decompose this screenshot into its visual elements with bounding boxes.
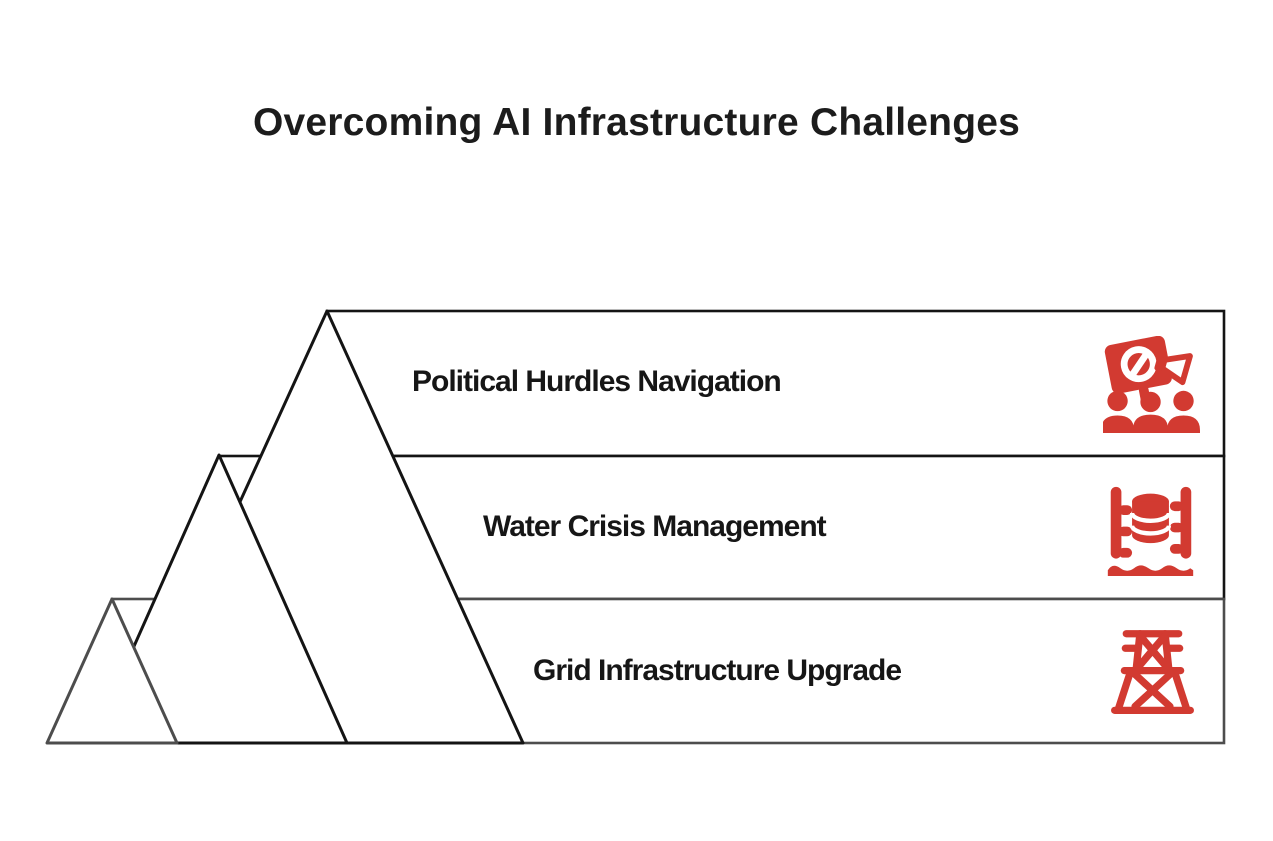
level-label-political: Political Hurdles Navigation <box>412 365 782 398</box>
transmission-tower-icon <box>1111 630 1194 714</box>
level-label-water: Water Crisis Management <box>483 510 827 543</box>
protest-crowd-icon <box>1103 336 1200 433</box>
level-label-grid: Grid Infrastructure Upgrade <box>533 654 902 687</box>
level-band-political <box>325 309 1226 458</box>
mountain-small <box>45 597 179 745</box>
water-data-center-icon <box>1107 486 1194 577</box>
mountain-medium <box>89 453 349 745</box>
page-title: Overcoming AI Infrastructure Challenges <box>252 101 1021 144</box>
